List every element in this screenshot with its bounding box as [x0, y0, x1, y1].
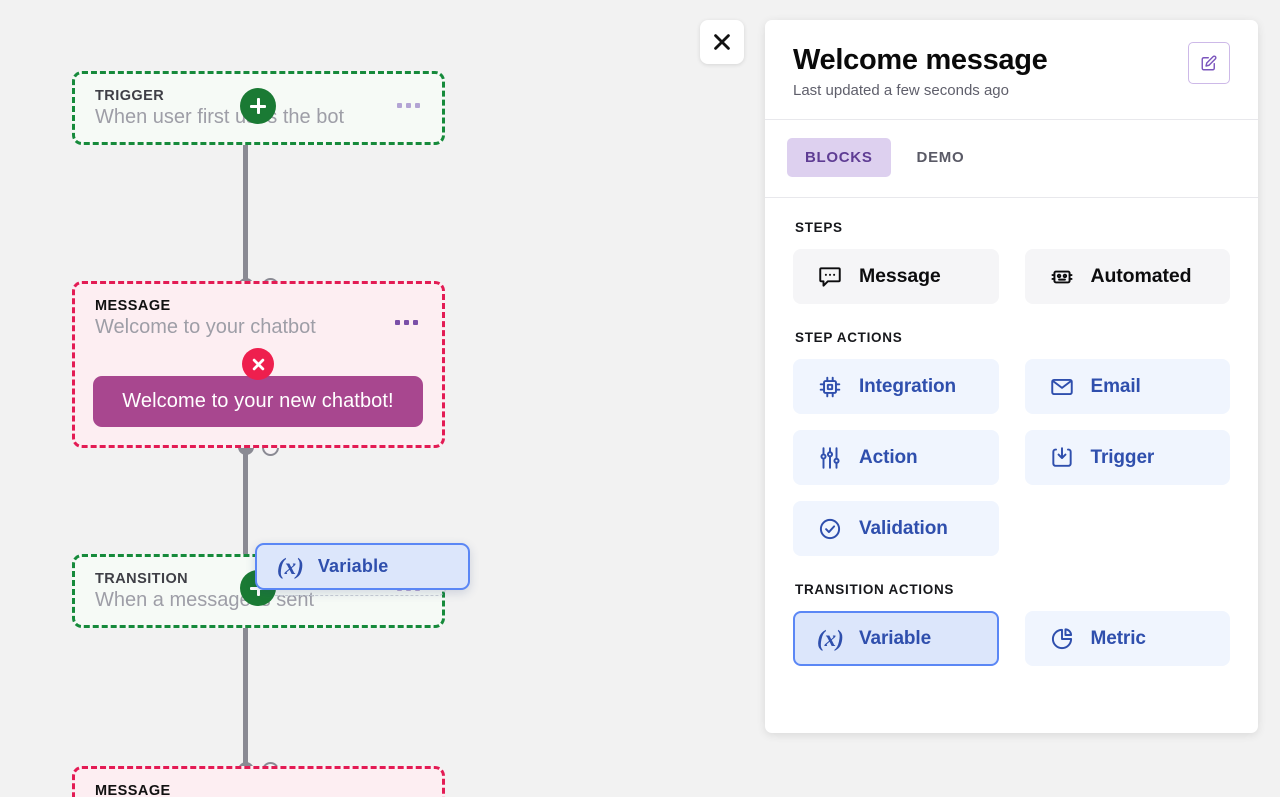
- download-box-icon: [1051, 446, 1072, 467]
- delete-bubble-button[interactable]: [242, 348, 274, 380]
- close-icon: [252, 358, 264, 370]
- last-updated-text: Last updated a few seconds ago: [793, 82, 1009, 99]
- connector-line-2: [243, 448, 248, 600]
- panel-body: STEPS Message: [765, 198, 1258, 690]
- section-title-steps: STEPS: [795, 220, 843, 235]
- close-panel-button[interactable]: [700, 20, 744, 64]
- section-title-step-actions: STEP ACTIONS: [795, 330, 903, 345]
- details-panel: Welcome message Last updated a few secon…: [765, 20, 1258, 733]
- pie-chart-icon: [1051, 627, 1072, 649]
- tile-trigger-label: Trigger: [1090, 446, 1155, 468]
- tile-automated-label: Automated: [1090, 265, 1192, 287]
- chat-bubble-icon: [819, 266, 841, 287]
- tile-message-label: Message: [859, 265, 941, 287]
- node-message-kicker: MESSAGE: [95, 298, 171, 314]
- tile-integration-label: Integration: [859, 375, 957, 397]
- node-message-bottom-kicker: MESSAGE: [95, 783, 171, 797]
- node-message-menu-icon[interactable]: [395, 320, 418, 325]
- connector-line-1: [243, 140, 248, 288]
- node-message-bottom[interactable]: MESSAGE: [72, 766, 445, 797]
- tile-validation[interactable]: Validation: [793, 501, 999, 556]
- add-step-button-trigger[interactable]: [240, 88, 276, 124]
- node-transition-kicker: TRANSITION: [95, 571, 189, 587]
- message-bubble[interactable]: Welcome to your new chatbot!: [93, 376, 423, 427]
- tile-email[interactable]: Email: [1024, 359, 1230, 414]
- tile-metric-label: Metric: [1090, 627, 1146, 649]
- envelope-icon: [1050, 378, 1073, 395]
- tab-demo[interactable]: DEMO: [916, 149, 965, 166]
- robot-icon: [1050, 270, 1073, 283]
- close-icon: [714, 34, 730, 50]
- check-circle-icon: [819, 518, 841, 539]
- variable-icon: (x): [817, 625, 844, 651]
- connector-line-3: [243, 600, 248, 772]
- tile-email-label: Email: [1090, 375, 1141, 397]
- tile-action-label: Action: [859, 446, 918, 468]
- chip-icon: [819, 376, 841, 397]
- node-trigger-subtitle: When user first uses the bot: [95, 106, 345, 128]
- tile-metric[interactable]: Metric: [1024, 611, 1230, 666]
- tile-integration[interactable]: Integration: [793, 359, 999, 414]
- dragging-chip-label: Variable: [317, 556, 389, 576]
- tile-message[interactable]: Message: [793, 249, 999, 304]
- sliders-icon: [820, 446, 840, 469]
- tab-blocks[interactable]: BLOCKS: [787, 138, 891, 177]
- tile-automated[interactable]: Automated: [1024, 249, 1230, 304]
- node-message-body: MESSAGE Welcome to your chatbot: [75, 284, 442, 339]
- steps-grid: Message Automated: [793, 249, 1230, 304]
- section-title-transition-actions: TRANSITION ACTIONS: [795, 582, 955, 597]
- dragging-variable-chip[interactable]: (x) Variable: [255, 543, 470, 590]
- tile-variable[interactable]: (x) Variable: [793, 611, 999, 666]
- step-actions-grid: Integration Email Acti: [793, 359, 1230, 556]
- variable-icon: (x): [277, 553, 304, 579]
- node-trigger-kicker: TRIGGER: [95, 88, 165, 104]
- panel-header: Welcome message Last updated a few secon…: [765, 20, 1258, 120]
- page-title: Welcome message: [793, 44, 1048, 76]
- tile-variable-label: Variable: [859, 627, 932, 649]
- tile-trigger[interactable]: Trigger: [1024, 430, 1230, 485]
- tile-validation-label: Validation: [859, 517, 948, 539]
- edit-button[interactable]: [1188, 42, 1230, 84]
- node-trigger-body: TRIGGER When user first uses the bot: [75, 74, 442, 129]
- panel-tabs: BLOCKS DEMO: [765, 120, 1258, 198]
- node-message-subtitle: Welcome to your chatbot: [95, 316, 316, 338]
- transition-actions-grid: (x) Variable Metric: [793, 611, 1230, 666]
- node-trigger-menu-icon[interactable]: [397, 103, 420, 108]
- pencil-square-icon: [1201, 55, 1217, 71]
- tile-action[interactable]: Action: [793, 430, 999, 485]
- node-message-bottom-body: MESSAGE: [75, 769, 442, 797]
